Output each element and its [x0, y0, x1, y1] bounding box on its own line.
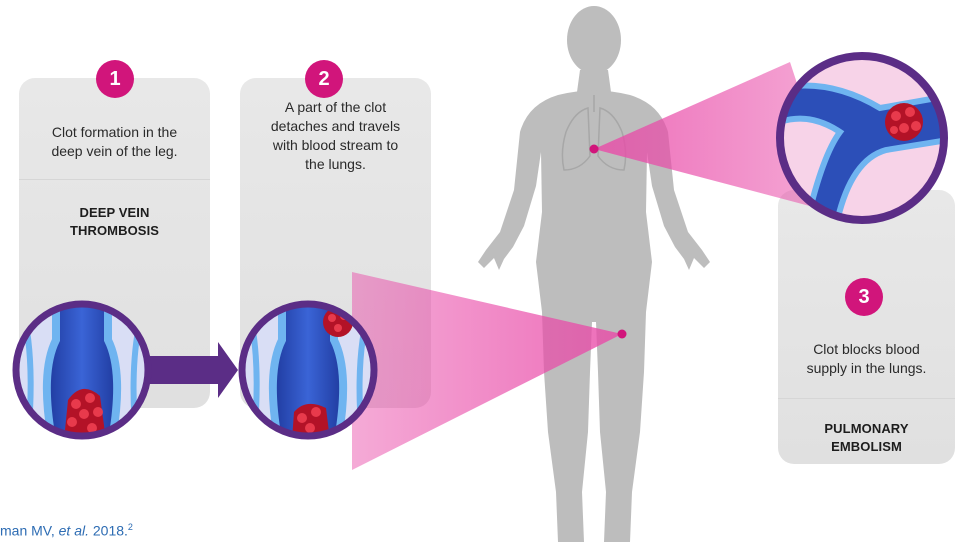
step-2-badge: 2 — [305, 60, 343, 98]
arrow-right-icon — [140, 342, 238, 398]
human-silhouette — [478, 6, 710, 542]
citation-etal: et al. — [59, 523, 89, 539]
leg-location-dot — [618, 330, 627, 339]
lungs-location-dot — [590, 145, 599, 154]
dvt-closeup-icon — [10, 300, 160, 450]
citation-ref: 2 — [128, 522, 133, 532]
citation-prefix: man MV, — [0, 523, 59, 539]
step-3-badge: 3 — [845, 278, 883, 316]
citation-year: 2018. — [89, 523, 128, 539]
citation: man MV, et al. 2018.2 — [0, 522, 133, 539]
step-1-badge: 1 — [96, 60, 134, 98]
